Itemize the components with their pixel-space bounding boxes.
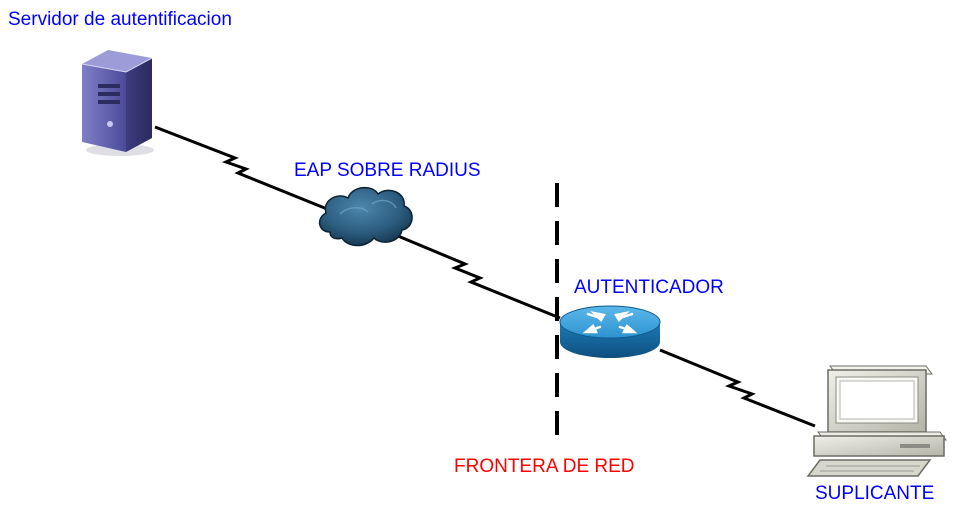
- authenticator-label: AUTENTICADOR: [574, 277, 724, 298]
- cloud-icon: [318, 186, 413, 247]
- supplicant-label: SUPLICANTE: [815, 483, 935, 504]
- server-icon: [81, 50, 154, 156]
- server-label: Servidor de autentificacion: [8, 9, 232, 30]
- link-router-computer: [659, 348, 816, 428]
- network-border-label: FRONTERA DE RED: [454, 456, 635, 477]
- link-server-cloud: [154, 125, 338, 215]
- link-cloud-router: [397, 234, 561, 320]
- eap-radius-label: EAP SOBRE RADIUS: [294, 160, 481, 181]
- router-icon: [559, 305, 661, 358]
- computer-icon: [806, 365, 947, 477]
